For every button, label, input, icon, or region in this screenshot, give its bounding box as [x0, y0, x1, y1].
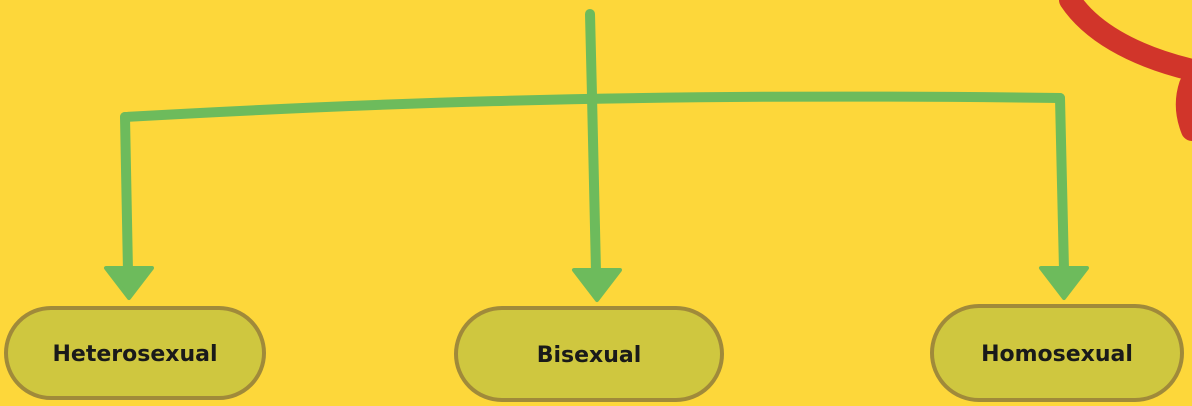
red-decorative-curve — [1059, 0, 1192, 141]
connector-branch-left — [120, 112, 133, 277]
node-homosexual: Homosexual — [930, 304, 1184, 402]
node-label-homosexual: Homosexual — [981, 342, 1133, 367]
connector-trunk — [585, 9, 597, 101]
arrowhead-right — [1039, 266, 1089, 300]
arrowhead-left — [104, 266, 154, 300]
node-label-heterosexual: Heterosexual — [53, 342, 218, 367]
node-bisexual: Bisexual — [454, 306, 724, 402]
node-heterosexual: Heterosexual — [4, 306, 266, 400]
connector-branch-right — [1055, 93, 1069, 275]
connector-horizontal-bar — [120, 91, 1065, 122]
connector-branch-middle — [587, 91, 601, 277]
arrowhead-middle — [572, 268, 622, 302]
node-label-bisexual: Bisexual — [537, 343, 642, 368]
